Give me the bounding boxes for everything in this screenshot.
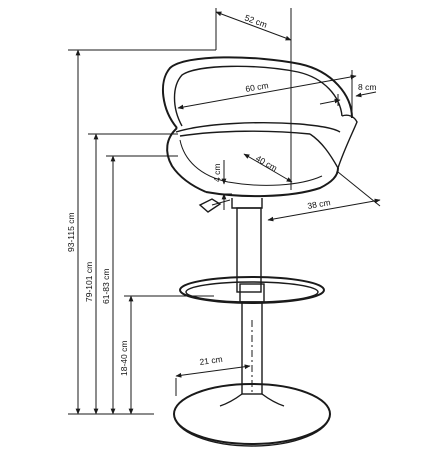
stool-outline	[162, 56, 358, 447]
label-93-115: 93-115 cm	[66, 212, 76, 252]
seat-shell-right	[309, 133, 339, 169]
lower-column	[241, 301, 263, 395]
label-79-101: 79-101 cm	[84, 262, 94, 302]
label-21: 21 cm	[199, 354, 223, 367]
backrest-outer	[162, 56, 353, 129]
backrest-inner	[173, 65, 343, 127]
label-8: 8 cm	[358, 82, 376, 92]
seat-shell-bottom	[205, 167, 339, 198]
main-column	[236, 207, 262, 293]
base-plate-top	[173, 383, 331, 445]
label-60: 60 cm	[245, 80, 270, 94]
label-4: 4 cm	[212, 164, 222, 182]
footrest-ring-outer	[179, 276, 325, 304]
dim-60	[177, 70, 357, 112]
base-plate-edge	[173, 413, 331, 447]
dim-4	[218, 160, 232, 210]
label-18-40: 18-40 cm	[119, 341, 129, 376]
seat-shell-left	[166, 127, 207, 193]
base-hub	[219, 393, 285, 407]
label-38: 38 cm	[307, 197, 332, 211]
dim-8	[319, 91, 377, 106]
label-61-83: 61-83 cm	[101, 269, 111, 304]
lift-lever	[198, 198, 222, 213]
lever-arm	[211, 199, 231, 206]
seat-shell-inner	[179, 139, 323, 186]
dim-21	[175, 364, 251, 396]
seat-top	[175, 122, 341, 133]
label-40: 40 cm	[254, 153, 279, 173]
dim-38	[267, 171, 381, 222]
upper-column	[231, 198, 263, 209]
dim-40	[243, 153, 293, 183]
seat-front	[179, 130, 311, 137]
armrest-right	[337, 114, 358, 169]
